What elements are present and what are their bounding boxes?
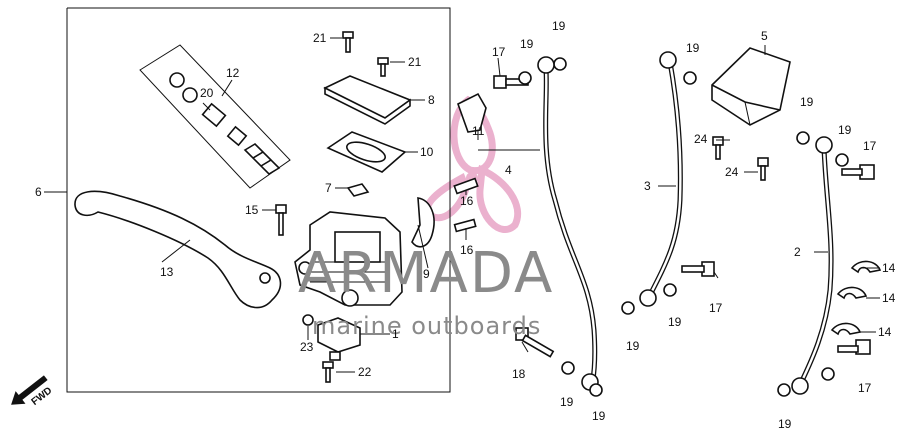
- callout-11: 11: [472, 124, 485, 138]
- sealing-washer: [777, 383, 791, 397]
- sealing-washer: [561, 361, 575, 375]
- cap-screw: [377, 57, 389, 77]
- callout-19: 19: [520, 37, 534, 51]
- callout-23: 23: [300, 340, 314, 354]
- callout-19: 19: [686, 41, 700, 55]
- sealing-washer: [663, 283, 677, 297]
- cover-bolt: [757, 157, 769, 181]
- brake-hose-2: [791, 136, 834, 395]
- piston-assembly: [169, 72, 281, 176]
- sealing-washer: [589, 383, 603, 397]
- callout-21: 21: [408, 55, 422, 69]
- seal-kit-box: [139, 44, 291, 189]
- sealing-washer: [821, 367, 835, 381]
- lever-pivot-hole: [259, 272, 271, 284]
- callout-numbers: 6 12 20 13 15 21 21 8 10 7 9 1 22 23 11 …: [35, 19, 896, 431]
- callout-14: 14: [882, 261, 896, 275]
- callout-12: 12: [226, 66, 240, 80]
- callout-19: 19: [800, 95, 814, 109]
- callout-19: 19: [668, 315, 682, 329]
- callout-21: 21: [313, 31, 327, 45]
- lever-pivot-bolt: [275, 204, 287, 236]
- leader-lines: [44, 37, 880, 373]
- hose-clip: [850, 260, 882, 274]
- callout-1: 1: [392, 327, 399, 341]
- brake-hose-3: [639, 51, 683, 307]
- sealing-washer: [518, 71, 532, 85]
- callout-10: 10: [420, 145, 434, 159]
- hose-clip: [830, 322, 862, 336]
- brake-light-switch: [317, 317, 361, 361]
- sealing-washer: [621, 301, 635, 315]
- callout-16: 16: [460, 194, 474, 208]
- group-frame: [66, 7, 451, 393]
- callout-9: 9: [423, 267, 430, 281]
- banjo-bolt-17: [841, 164, 875, 180]
- callout-19: 19: [552, 19, 566, 33]
- brake-lever: [74, 190, 282, 309]
- callout-17: 17: [492, 45, 506, 59]
- callout-3: 3: [644, 179, 651, 193]
- watermark-brand: ARMADA: [298, 241, 554, 306]
- callout-5: 5: [761, 29, 768, 43]
- master-cylinder-body: [294, 211, 403, 307]
- callout-19: 19: [560, 395, 574, 409]
- brake-hose-4: [537, 56, 599, 391]
- watermark-tagline: marine outboards: [312, 312, 541, 340]
- callout-14: 14: [882, 291, 896, 305]
- banjo-bolt-17: [837, 339, 871, 355]
- banjo-bolt-17: [681, 261, 715, 277]
- three-way-joint: [457, 92, 487, 133]
- diaphragm: [326, 131, 407, 173]
- reservoir-cap: [323, 75, 412, 125]
- cover-bolt: [712, 136, 724, 160]
- callout-17: 17: [709, 301, 723, 315]
- callout-15: 15: [245, 203, 259, 217]
- forward-direction-arrow: FWD: [11, 375, 54, 408]
- callout-19: 19: [778, 417, 792, 431]
- callout-7: 7: [325, 181, 332, 195]
- callout-19: 19: [592, 409, 606, 423]
- callout-17: 17: [863, 139, 877, 153]
- cap-screw: [342, 31, 354, 53]
- holder-bracket: [411, 197, 435, 248]
- callout-19: 19: [838, 123, 852, 137]
- callout-13: 13: [160, 265, 174, 279]
- callout-18: 18: [512, 367, 526, 381]
- callout-24: 24: [725, 165, 739, 179]
- callout-2: 2: [794, 245, 801, 259]
- sealing-washer: [835, 153, 849, 167]
- callout-8: 8: [428, 93, 435, 107]
- banjo-bolt: [453, 177, 479, 195]
- callout-24: 24: [694, 132, 708, 146]
- sealing-washer: [796, 131, 810, 145]
- banjo-bolt: [453, 218, 477, 233]
- callout-22: 22: [358, 365, 372, 379]
- joint-cover: [711, 47, 791, 126]
- switch-nut: [302, 314, 314, 326]
- callout-6: 6: [35, 185, 42, 199]
- callout-16: 16: [460, 243, 474, 257]
- callout-19: 19: [626, 339, 640, 353]
- banjo-bolt-18: [515, 327, 555, 358]
- sealing-washer: [553, 57, 567, 71]
- sealing-washer: [683, 71, 697, 85]
- callout-17: 17: [858, 381, 872, 395]
- callout-4: 4: [505, 163, 512, 177]
- callout-14: 14: [878, 325, 892, 339]
- callout-20: 20: [200, 86, 214, 100]
- hose-clip: [836, 286, 868, 300]
- switch-screw: [322, 361, 334, 383]
- diaphragm-clip: [346, 183, 370, 197]
